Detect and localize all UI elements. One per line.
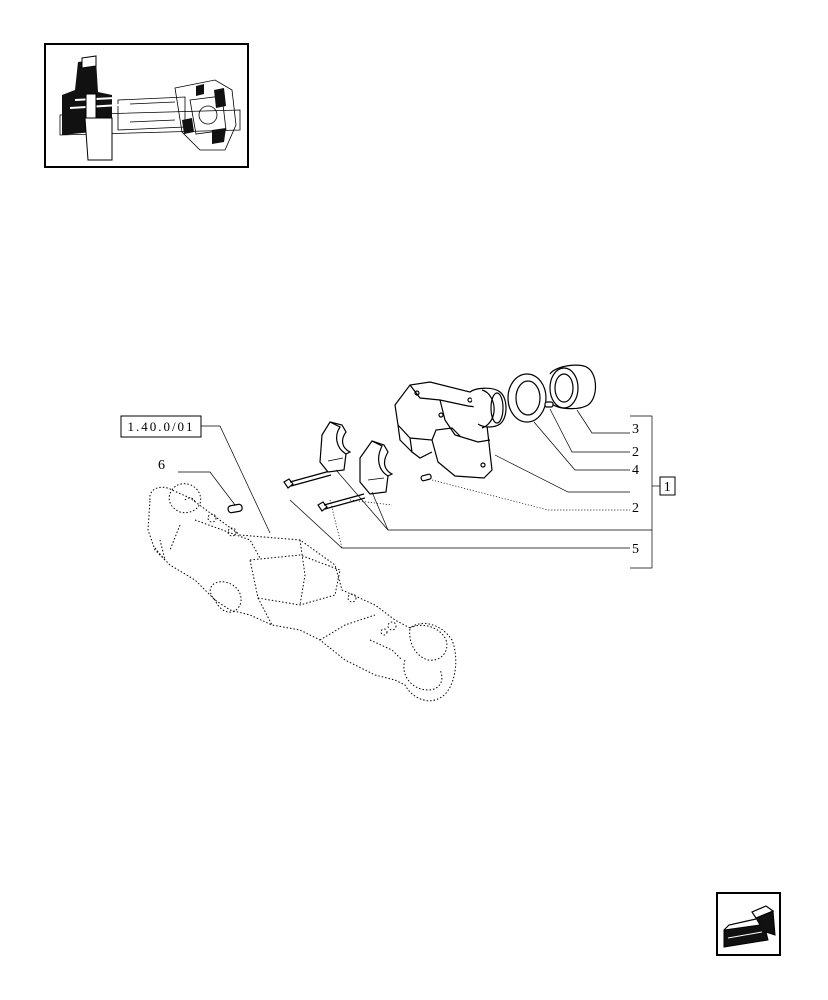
- reference-box[interactable]: 1.40.0/01: [120, 415, 202, 438]
- group-label: 1: [664, 480, 672, 495]
- back-arrow-icon: [723, 905, 776, 948]
- callout-2-lower: 2: [632, 501, 640, 516]
- pin-part-upper: [544, 401, 554, 408]
- callout-2: 2: [632, 445, 640, 460]
- thumbnail-assembly-view[interactable]: [44, 43, 249, 168]
- axle-support-part: [394, 381, 507, 479]
- callout-4: 4: [632, 463, 640, 478]
- group-label-box: 1: [659, 476, 676, 496]
- axle-housing: [147, 483, 457, 702]
- front-axle-assembly-thumbnail-icon: [59, 55, 241, 161]
- back-navigation-button[interactable]: [716, 892, 781, 956]
- callout-3: 3: [632, 422, 640, 437]
- dowel-pin-part: [227, 503, 243, 514]
- leader-lines: [178, 408, 660, 569]
- pin-part: [420, 473, 432, 482]
- callout-5: 5: [632, 542, 640, 557]
- callout-6: 6: [158, 458, 166, 473]
- seal-ring-part: [507, 373, 547, 423]
- bushing-part: [549, 364, 597, 410]
- bolt-part: [283, 470, 366, 512]
- bearing-cap-part: [319, 421, 394, 495]
- reference-label: 1.40.0/01: [127, 419, 194, 434]
